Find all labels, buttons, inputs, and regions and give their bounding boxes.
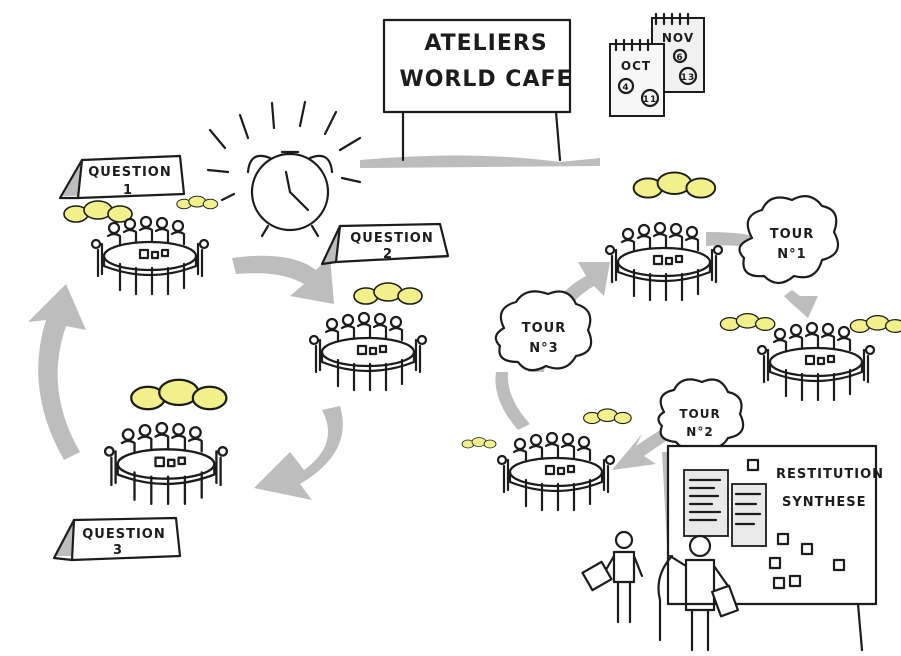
tour-1-label: TOUR (770, 227, 815, 242)
question-2-number: 2 (383, 247, 393, 262)
calendar-oct: OCT 4 11 (609, 38, 665, 117)
calendar-nov-month: NOV (662, 31, 694, 45)
cycle-arrows-left (28, 255, 343, 500)
table-group-tour-start (604, 171, 724, 302)
question-2-label: QUESTION (350, 231, 434, 246)
question-3-tent: QUESTION 3 (52, 516, 182, 562)
question-1-tent: QUESTION 1 (58, 154, 186, 200)
sign-line-2: WORLD CAFE (399, 67, 572, 92)
calendar-nov-day-1: 6 (676, 53, 683, 63)
presenter-people (581, 530, 740, 652)
tour-3-number: N°3 (529, 341, 558, 356)
tour-2-cloud: TOUR N°2 (657, 378, 745, 451)
question-3-label: QUESTION (82, 527, 166, 542)
board-line-2: SYNTHESE (782, 495, 867, 510)
table-group-tour-2 (461, 408, 632, 512)
question-1-number: 1 (123, 183, 133, 198)
question-1-label: QUESTION (88, 165, 172, 180)
table-group-question-1 (63, 195, 219, 296)
calendar-oct-day-2: 11 (643, 95, 658, 105)
restitution-board: RESTITUTION SYNTHESE (662, 444, 884, 652)
table-group-tour-1 (719, 312, 901, 402)
calendar-nov-day-2: 13 (681, 73, 696, 83)
calendar-oct-day-1: 4 (622, 83, 629, 93)
alarm-clock-icon (206, 100, 362, 238)
question-3-number: 3 (113, 543, 123, 558)
question-2-tent: QUESTION 2 (320, 222, 450, 266)
tour-1-cloud: TOUR N°1 (738, 195, 840, 285)
sign-board: ATELIERS WORLD CAFE (360, 18, 600, 168)
tour-2-label: TOUR (679, 407, 720, 421)
tour-2-number: N°2 (686, 425, 713, 439)
table-group-question-3 (103, 378, 229, 506)
board-line-1: RESTITUTION (776, 467, 884, 482)
tour-3-label: TOUR (522, 321, 567, 336)
sign-line-1: ATELIERS (424, 31, 547, 56)
tour-3-cloud: TOUR N°3 (494, 290, 593, 372)
tour-1-number: N°1 (777, 247, 806, 262)
calendar-oct-month: OCT (621, 59, 651, 73)
